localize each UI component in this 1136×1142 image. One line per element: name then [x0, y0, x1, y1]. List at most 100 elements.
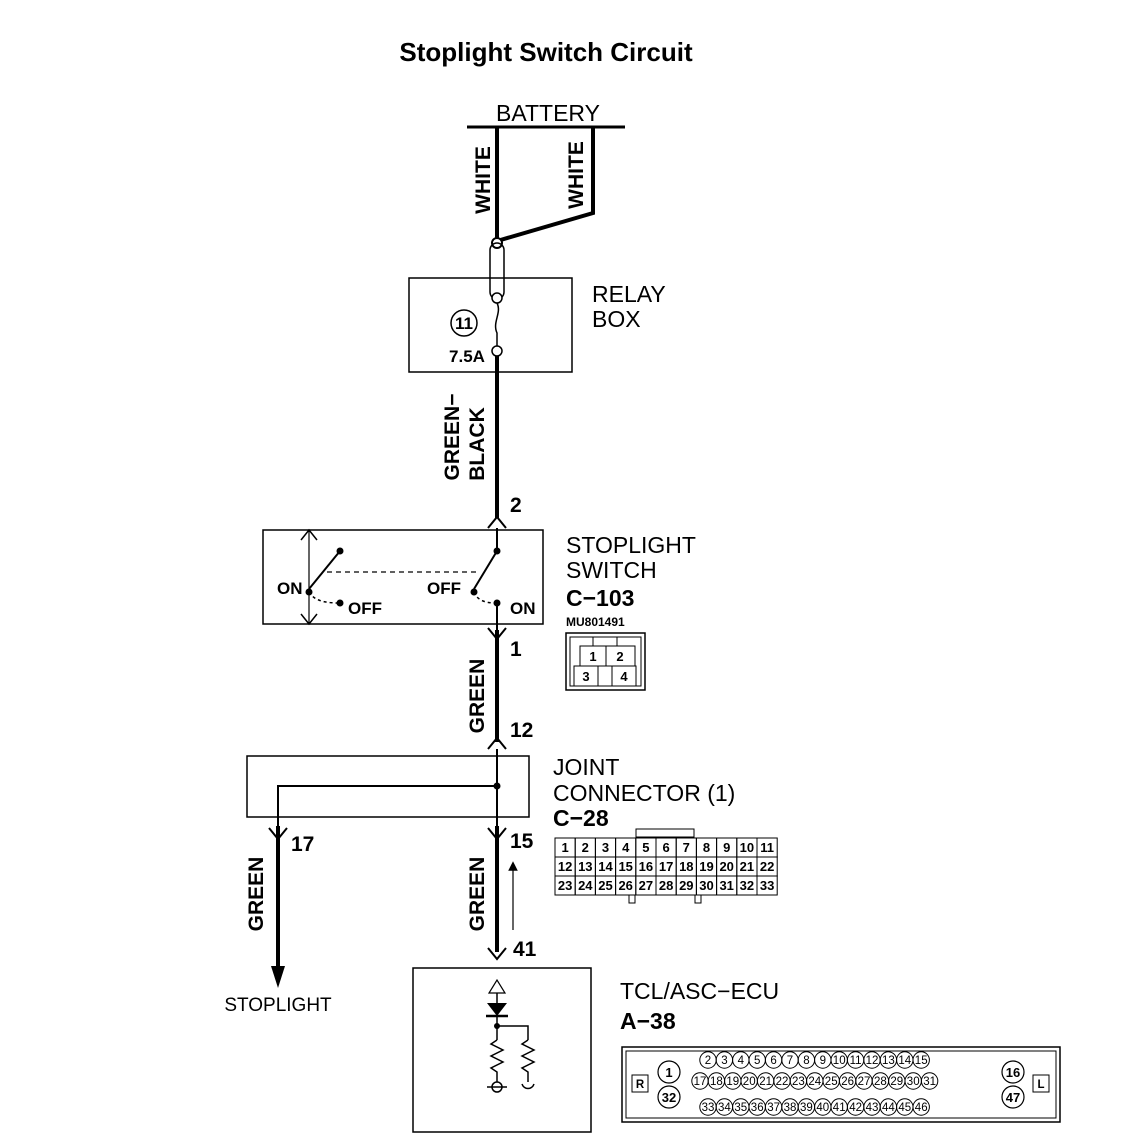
- switch-right-off-label: OFF: [427, 579, 461, 598]
- a38-pin-row2: 19: [726, 1076, 739, 1088]
- switch-left-on-label: ON: [277, 579, 303, 598]
- a38-pin-row1: 12: [866, 1055, 879, 1067]
- c28-connector-key: [635, 828, 695, 838]
- ecu-branch: [497, 1025, 529, 1040]
- c28-pin-number: 30: [699, 878, 713, 893]
- c103-pin-cell-3: [573, 665, 599, 687]
- switch-left-off-label: OFF: [348, 599, 382, 618]
- a38-pin-row1: 8: [803, 1055, 809, 1067]
- switch-pin-out: 1: [510, 638, 522, 661]
- fuse-element: [494, 302, 500, 346]
- stoplight-switch-part-number: MU801491: [566, 615, 625, 629]
- switch-right-arc: [473, 591, 498, 604]
- c28-pin-number: 7: [683, 840, 690, 855]
- a38-pin-row3: 39: [800, 1102, 813, 1114]
- c103-connector-face: [565, 632, 646, 691]
- a38-pin-row3: 41: [833, 1102, 846, 1114]
- wire-label-green-left: GREEN: [245, 857, 268, 932]
- wire-label-green-1: GREEN: [466, 659, 489, 734]
- a38-side-l: L: [1037, 1079, 1044, 1091]
- c28-pin-number: 1: [561, 840, 568, 855]
- joint-bus-branch: [277, 785, 497, 826]
- ecu-ground-right: [521, 1083, 535, 1090]
- fuse-holder: [489, 242, 505, 300]
- c103-pin-3: 3: [582, 669, 589, 684]
- ecu-input-arrow: [487, 978, 507, 994]
- a38-pin-row1: 7: [787, 1055, 793, 1067]
- switch-right-blade: [473, 550, 498, 590]
- c28-pin-number: 27: [639, 878, 653, 893]
- stoplight-switch-label-line1: STOPLIGHT: [566, 532, 696, 558]
- fuse-rating: 7.5A: [449, 347, 485, 366]
- a38-pin-1: 1: [665, 1065, 672, 1080]
- c28-pin-number: 24: [578, 878, 593, 893]
- a38-pin-row2: 30: [907, 1076, 920, 1088]
- a38-pin-32-circle: [657, 1085, 681, 1109]
- joint-connector-box: [246, 755, 530, 818]
- ecu-diode: [487, 1003, 507, 1016]
- c28-pin-number: 15: [618, 859, 632, 874]
- a38-pin-32: 32: [662, 1090, 676, 1105]
- c28-pin-number: 5: [642, 840, 649, 855]
- stoplight-switch-label-line2: SWITCH: [566, 557, 657, 583]
- relay-box-label-line2: BOX: [592, 306, 641, 332]
- ecu-pin: 41: [513, 938, 537, 961]
- a38-pin-47: 47: [1006, 1090, 1020, 1105]
- c28-pin-number: 21: [740, 859, 754, 874]
- c28-pin-number: 28: [659, 878, 673, 893]
- a38-pin-row2: 18: [710, 1076, 723, 1088]
- a38-pin-16-circle: [1001, 1060, 1025, 1084]
- switch-pin-in: 2: [510, 494, 522, 517]
- stoplight-switch-box: [262, 529, 544, 625]
- c28-pin-number: 2: [582, 840, 589, 855]
- a38-pin-row3: 44: [882, 1102, 895, 1114]
- a38-pin-row2: 29: [890, 1076, 903, 1088]
- a38-pin-row1: 11: [850, 1055, 862, 1067]
- a38-pin-row2: 21: [759, 1076, 772, 1088]
- a38-pin-row3: 46: [915, 1102, 928, 1114]
- c28-pin-number: 10: [740, 840, 754, 855]
- ecu-connector-id: A−38: [620, 1008, 676, 1034]
- stoplight-arrow: [271, 966, 285, 988]
- switch-left-blade: [308, 550, 341, 590]
- a38-pin-row2: 23: [792, 1076, 805, 1088]
- c28-pin-number: 31: [719, 878, 733, 893]
- a38-pin-row2: 20: [743, 1076, 756, 1088]
- a38-pin-row1: 4: [738, 1055, 745, 1067]
- a38-pin-row3: 37: [767, 1102, 780, 1114]
- fuse-number: 11: [455, 314, 473, 333]
- a38-pin-row1: 2: [705, 1055, 711, 1067]
- a38-pin-47-circle: [1001, 1085, 1025, 1109]
- a38-pin-row2: 31: [923, 1076, 936, 1088]
- joint-pin-out-right: 15: [510, 830, 534, 853]
- joint-pin-out-left: 17: [291, 833, 314, 856]
- a38-pin-row1: 10: [833, 1055, 846, 1067]
- c28-pin-number: 6: [662, 840, 669, 855]
- c28-pin-number: 4: [622, 840, 630, 855]
- wire-label-white-left: WHITE: [472, 146, 495, 214]
- a38-pin-row3: 33: [702, 1102, 715, 1114]
- a38-pin-row3: 42: [849, 1102, 862, 1114]
- c103-pin-cell-4: [611, 665, 637, 687]
- c28-pin-number: 16: [639, 859, 653, 874]
- a38-pin-row2: 25: [825, 1076, 838, 1088]
- c28-pin-number: 14: [598, 859, 613, 874]
- c28-pin-number: 18: [679, 859, 693, 874]
- c103-connector-key: [592, 636, 618, 647]
- a38-connector-inner: [625, 1050, 1057, 1119]
- page-title: Stoplight Switch Circuit: [399, 37, 693, 67]
- relay-box-label-line1: RELAY: [592, 281, 666, 307]
- a38-side-r-box: [631, 1074, 649, 1093]
- stoplight-label: STOPLIGHT: [224, 995, 332, 1016]
- a38-connector-face: [621, 1046, 1061, 1123]
- c28-pin-number: 26: [618, 878, 632, 893]
- a38-pin-row2: 24: [808, 1076, 821, 1088]
- c103-pin-1: 1: [589, 649, 596, 664]
- a38-pin-row1: 6: [770, 1055, 776, 1067]
- c28-pin-number: 13: [578, 859, 592, 874]
- connector-mark-pin2: [487, 515, 507, 529]
- c28-pin-number: 8: [703, 840, 710, 855]
